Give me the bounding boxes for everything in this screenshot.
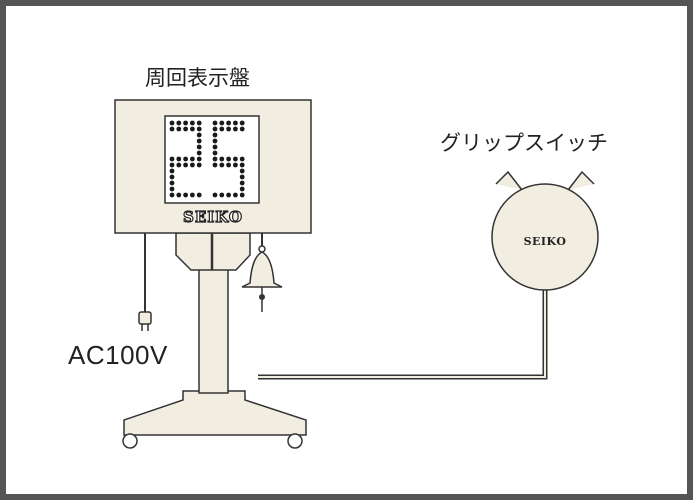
digit-dot — [196, 126, 202, 132]
digit-dot — [233, 192, 238, 198]
bell-icon — [241, 233, 283, 312]
digit-dot — [169, 180, 175, 186]
digit-dot — [196, 150, 202, 156]
digit-dot — [219, 120, 225, 126]
digit-dot — [190, 156, 195, 162]
digit-dot — [239, 126, 245, 132]
digit-dot — [233, 120, 238, 126]
digit-dot — [233, 156, 238, 162]
digit-dot — [212, 162, 218, 168]
stand-base — [122, 390, 307, 449]
lap-count-digits — [169, 120, 245, 198]
right-wheel-icon — [287, 433, 303, 449]
digit-dot — [196, 138, 202, 144]
digit-dot — [226, 192, 232, 198]
digit-dot — [239, 120, 245, 126]
grip-switch: SEIKO — [491, 170, 599, 291]
digit-dot — [239, 192, 245, 198]
digit-dot — [190, 162, 195, 168]
digit-dot — [196, 162, 202, 168]
digit-dot — [219, 126, 225, 132]
digit-dot — [183, 192, 189, 198]
switch-cable-inner — [258, 285, 546, 378]
digit-dot — [239, 168, 245, 174]
digit-dot — [196, 192, 202, 198]
digit-dot — [226, 162, 232, 168]
digit-dot — [169, 156, 175, 162]
left-wheel-icon — [122, 433, 138, 449]
digit-dot — [239, 174, 245, 180]
digit-dot — [176, 120, 182, 126]
digit-dot — [212, 156, 218, 162]
grip-ear-right — [567, 170, 595, 191]
digit-dot — [212, 120, 218, 126]
digit-dot — [219, 192, 225, 198]
digit-dot — [219, 156, 225, 162]
digit-dot — [176, 126, 182, 132]
power-plug-icon — [138, 311, 152, 331]
digit-dot — [196, 132, 202, 138]
digit-dot — [190, 126, 195, 132]
digit-dot — [196, 120, 202, 126]
digit-dot — [233, 162, 238, 168]
digit-dot — [176, 156, 182, 162]
digit-dot — [212, 138, 218, 144]
digit-dot — [169, 174, 175, 180]
digit-dot — [212, 192, 218, 198]
digit-dot — [196, 144, 202, 150]
digit-dot — [169, 168, 175, 174]
digit-dot — [190, 192, 195, 198]
digit-dot — [169, 120, 175, 126]
digit-dot — [212, 144, 218, 150]
grip-ear-left — [495, 170, 523, 191]
digit-dot — [219, 162, 225, 168]
board-brand-logo: SEIKO — [183, 208, 243, 226]
digit-dot — [233, 126, 238, 132]
digit-dot — [190, 120, 195, 126]
digit-dot — [212, 132, 218, 138]
digit-dot — [239, 180, 245, 186]
digit-dot — [239, 156, 245, 162]
digit-dot — [176, 162, 182, 168]
digit-dot — [183, 156, 189, 162]
digit-dot — [183, 120, 189, 126]
digit-dot — [212, 126, 218, 132]
digit-dot — [169, 192, 175, 198]
digit-dot — [239, 186, 245, 192]
digit-dot — [226, 156, 232, 162]
power-label: AC100V — [68, 340, 168, 370]
digit-dot — [212, 150, 218, 156]
board-label: 周回表示盤 — [145, 66, 250, 90]
digit-dot — [169, 162, 175, 168]
digit-dot — [196, 156, 202, 162]
digit-dot — [226, 126, 232, 132]
grip-brand-logo: SEIKO — [524, 235, 567, 248]
digit-dot — [239, 162, 245, 168]
digit-dot — [183, 162, 189, 168]
digit-dot — [226, 120, 232, 126]
digit-dot — [176, 192, 182, 198]
grip-switch-label: グリップスイッチ — [440, 131, 608, 155]
digit-dot — [169, 126, 175, 132]
digit-dot — [183, 126, 189, 132]
digit-dot — [169, 186, 175, 192]
